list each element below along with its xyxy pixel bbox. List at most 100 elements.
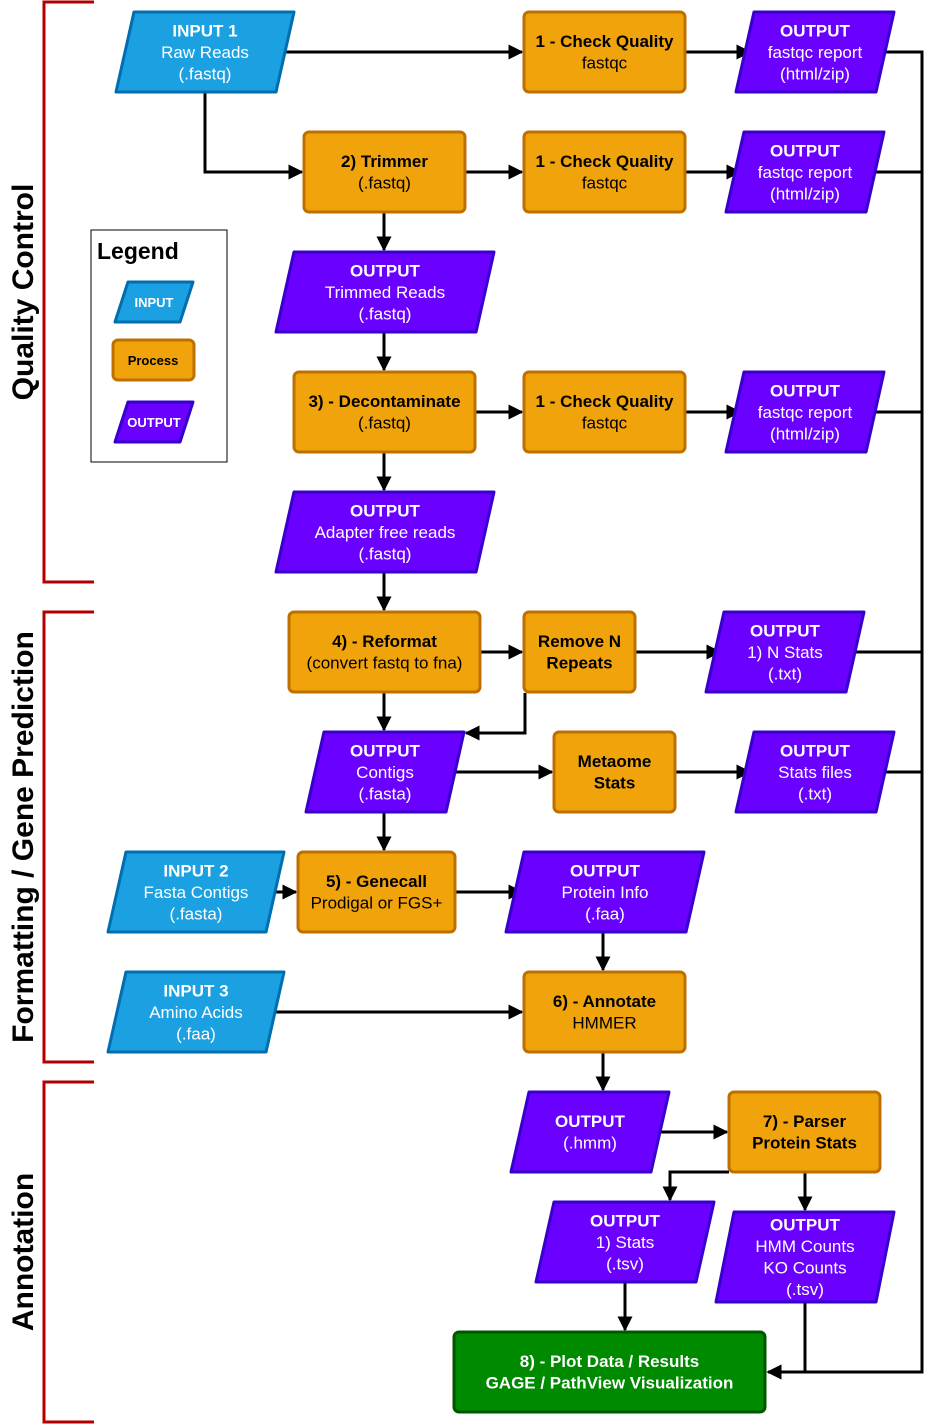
section-label-annotation: Annotation bbox=[7, 1173, 40, 1331]
node-input3: INPUT 3 Amino Acids (.faa) bbox=[106, 970, 286, 1054]
node-text-line: (.fastq) bbox=[358, 414, 411, 433]
node-shape bbox=[522, 130, 687, 214]
node-text-line: OUTPUT bbox=[780, 741, 851, 760]
node-text-line: Metaome bbox=[578, 752, 652, 771]
node-text-line: OUTPUT bbox=[570, 861, 641, 880]
node-shape bbox=[114, 10, 296, 94]
node-shape bbox=[724, 370, 886, 454]
node-text-line: OUTPUT bbox=[780, 21, 851, 40]
node-shape bbox=[704, 610, 866, 694]
node-shape bbox=[274, 490, 496, 574]
node-text-line: Adapter free reads bbox=[315, 523, 456, 542]
node-text-line: Contigs bbox=[356, 763, 414, 782]
legend: Legend INPUT Process OUTPUT bbox=[90, 229, 228, 463]
node-text-line: (.fasta) bbox=[359, 784, 412, 803]
node-text-line: fastqc bbox=[582, 414, 628, 433]
node-text-line: 3) - Decontaminate bbox=[308, 392, 460, 411]
legend-process-label: Process bbox=[128, 353, 179, 368]
node-text-line: Fasta Contigs bbox=[144, 883, 249, 902]
node-text-line: Remove N bbox=[538, 632, 621, 651]
section-label-quality-control: Quality Control bbox=[7, 184, 40, 401]
node-text-line: KO Counts bbox=[763, 1259, 846, 1278]
node-shape bbox=[302, 130, 467, 214]
node-shape bbox=[106, 850, 286, 934]
node-text-line: fastqc bbox=[582, 174, 628, 193]
bracket-annotation bbox=[42, 1080, 94, 1424]
node-shape bbox=[522, 970, 687, 1054]
section-brackets bbox=[42, 0, 94, 1424]
node-out-hmm: OUTPUT (.hmm) bbox=[509, 1090, 671, 1174]
node-text-line: (.faa) bbox=[176, 1024, 216, 1043]
node-text-line: Raw Reads bbox=[161, 43, 249, 62]
section-label-formatting: Formatting / Gene Prediction bbox=[7, 631, 40, 1043]
node-shape bbox=[714, 1210, 896, 1304]
node-text-line: (convert fastq to fna) bbox=[307, 654, 463, 673]
node-trimmer: 2) Trimmer (.fastq) bbox=[302, 130, 467, 214]
node-text-line: fastqc bbox=[582, 54, 628, 73]
node-text-line: 7) - Parser bbox=[763, 1112, 847, 1131]
node-text-line: INPUT 1 bbox=[172, 21, 237, 40]
node-text-line: (html/zip) bbox=[770, 184, 840, 203]
node-text-line: 8) - Plot Data / Results bbox=[520, 1352, 699, 1371]
node-text-line: (.hmm) bbox=[563, 1134, 617, 1153]
node-shape bbox=[452, 1330, 767, 1414]
node-text-line: (.tsv) bbox=[606, 1254, 644, 1273]
node-text-line: Protein Stats bbox=[752, 1134, 857, 1153]
nodes: INPUT 1 Raw Reads (.fastq) 1 - Check Qualit… bbox=[106, 10, 896, 1414]
node-text-line: 6) - Annotate bbox=[553, 992, 656, 1011]
node-text-line: OUTPUT bbox=[770, 141, 841, 160]
node-text-line: Trimmed Reads bbox=[325, 283, 445, 302]
node-remove-n: Remove N Repeats bbox=[522, 610, 637, 694]
node-text-line: (.fastq) bbox=[358, 174, 411, 193]
node-shape bbox=[734, 730, 896, 814]
node-text-line: OUTPUT bbox=[350, 261, 421, 280]
node-text-line: HMMER bbox=[572, 1014, 636, 1033]
legend-output-label: OUTPUT bbox=[127, 415, 181, 430]
node-shape bbox=[534, 1200, 716, 1284]
node-text-line: OUTPUT bbox=[555, 1112, 626, 1131]
node-text-line: 2) Trimmer bbox=[341, 152, 428, 171]
node-shape bbox=[522, 370, 687, 454]
legend-title: Legend bbox=[97, 238, 179, 264]
edge-counts-to-plot bbox=[766, 1303, 807, 1380]
node-shape bbox=[522, 610, 637, 694]
legend-input-shape bbox=[113, 280, 195, 324]
node-text-line: OUTPUT bbox=[350, 501, 421, 520]
node-decontam: 3) - Decontaminate (.fastq) bbox=[292, 370, 477, 454]
edge-parser-to-stats bbox=[662, 1170, 729, 1202]
node-shape bbox=[734, 10, 896, 94]
legend-output-shape bbox=[113, 400, 195, 444]
node-shape bbox=[304, 730, 466, 814]
node-text-line: INPUT 3 bbox=[163, 981, 228, 1000]
bracket-formatting bbox=[42, 610, 94, 1064]
node-text-line: 5) - Genecall bbox=[326, 872, 427, 891]
node-text-line: Prodigal or FGS+ bbox=[311, 894, 443, 913]
connectors bbox=[203, 44, 924, 1380]
legend-input-label: INPUT bbox=[135, 295, 174, 310]
node-text-line: OUTPUT bbox=[750, 621, 821, 640]
node-text-line: OUTPUT bbox=[590, 1211, 661, 1230]
node-text-line: (.fasta) bbox=[170, 904, 223, 923]
node-text-line: Amino Acids bbox=[149, 1003, 243, 1022]
node-text-line: 1) N Stats bbox=[747, 643, 823, 662]
node-text-line: INPUT 2 bbox=[163, 861, 228, 880]
node-shape bbox=[106, 970, 286, 1054]
node-text-line: (html/zip) bbox=[770, 424, 840, 443]
node-text-line: Repeats bbox=[546, 654, 612, 673]
node-shape bbox=[287, 610, 482, 694]
